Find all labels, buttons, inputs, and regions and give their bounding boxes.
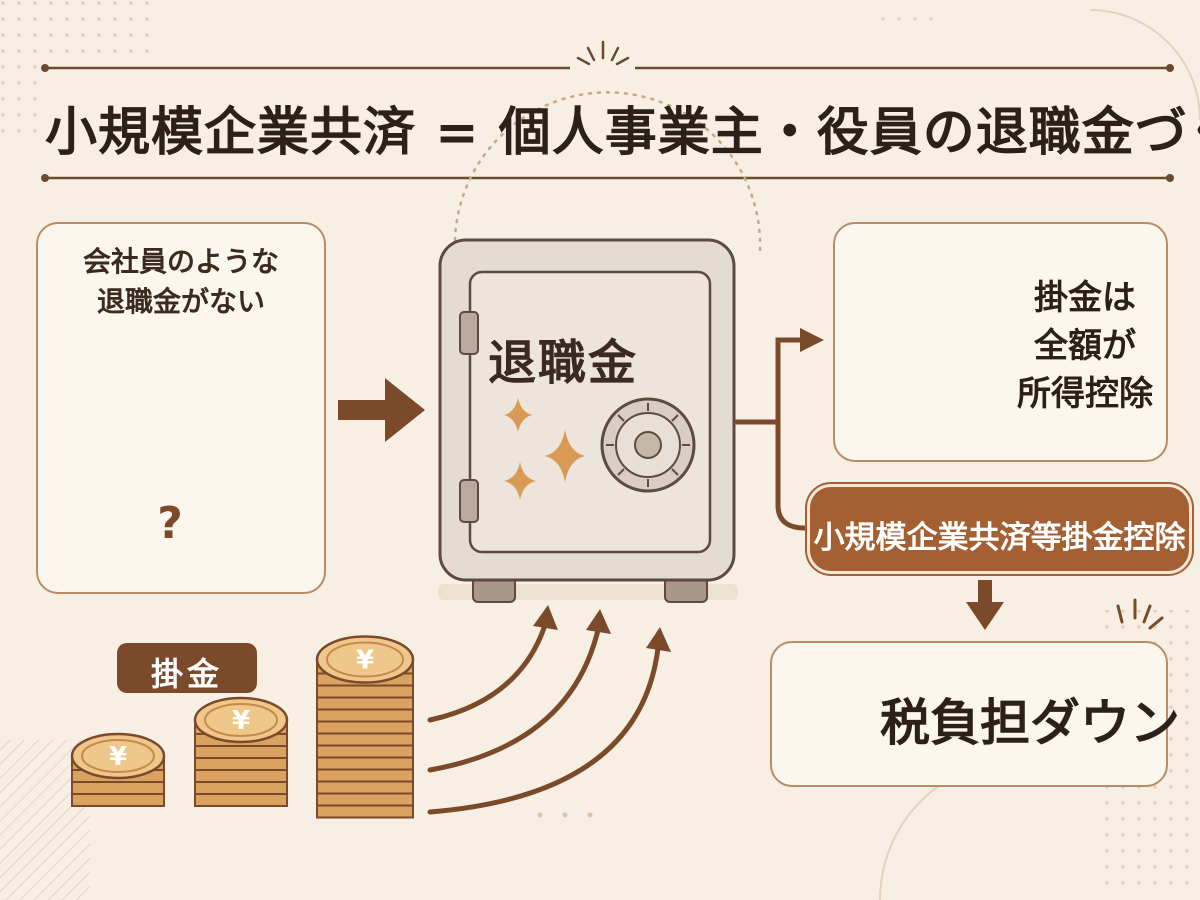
title-rules <box>41 40 1174 182</box>
premium-badge-text: 掛金 <box>150 655 223 693</box>
yen-symbol: ¥ <box>109 742 127 772</box>
title-block: 小規模企業共済 = 個人事業主・役員の退職金づくり <box>45 68 1200 178</box>
deduction-line3: 所得控除 <box>1017 374 1153 414</box>
arrow-to-safe-icon <box>338 378 425 442</box>
no-retirement-panel: 会社員のような 退職金がない <box>36 222 326 594</box>
question-mark: ? <box>157 498 183 549</box>
coin-rim <box>204 703 278 737</box>
coin-top <box>70 732 166 780</box>
connector-arrow-icon <box>733 337 808 531</box>
sparkle-icon <box>504 398 585 500</box>
yen-symbol: ¥ <box>356 646 374 676</box>
tax-reduction-panel: 税負担ダウン <box>770 641 1180 787</box>
page-title: 小規模企業共済 = 個人事業主・役員の退職金づくり <box>45 103 1200 163</box>
burst-icon <box>1116 598 1164 630</box>
no-retirement-line1: 会社員のような <box>82 245 279 278</box>
deduction-line2: 全額が <box>1034 326 1136 366</box>
deduction-name-text: 小規模企業共済等掛金控除 <box>813 520 1186 556</box>
safe-label: 退職金 <box>488 335 639 391</box>
yen-coin-icon: ¥ ¥ ¥ <box>70 635 415 819</box>
premium-badge: 掛金 <box>117 643 257 693</box>
deduction-text: 掛金は 全額が 所得控除 <box>1005 274 1165 418</box>
coin-rim <box>326 641 404 678</box>
coin-top <box>193 696 289 744</box>
no-retirement-line2: 退職金がない <box>96 285 265 318</box>
deduction-panel: 掛金は 全額が 所得控除 <box>833 222 1168 462</box>
arrow-down-icon <box>966 580 1004 630</box>
deduction-name-label: 小規模企業共済等掛金控除 <box>807 484 1192 574</box>
coin-rim <box>81 739 155 773</box>
coin-top <box>315 635 415 684</box>
no-retirement-text: 会社員のような 退職金がない <box>38 242 324 322</box>
sparkle-burst-icon <box>576 40 630 66</box>
deduction-line1: 掛金は <box>1034 278 1136 318</box>
yen-symbol: ¥ <box>232 706 250 736</box>
decor-arc <box>1089 9 1200 121</box>
tax-reduction-text: 税負担ダウン <box>880 694 1180 752</box>
curved-arrows-icon <box>427 622 661 815</box>
